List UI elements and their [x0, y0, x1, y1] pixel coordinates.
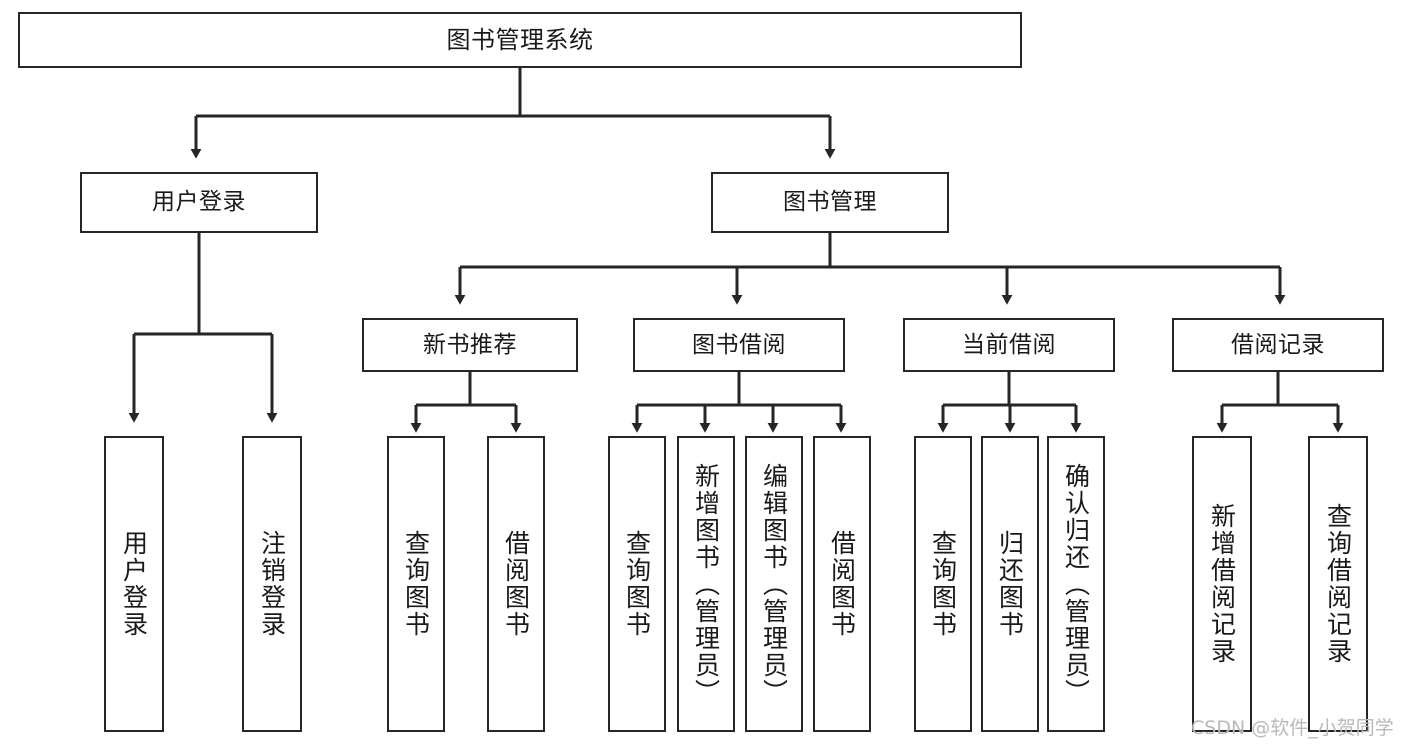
node-leaf-query-book-newbook[interactable]: 查询图书 [387, 436, 445, 732]
node-leaf-borrow-book-borrowing[interactable]: 借阅图书 [813, 436, 871, 732]
node-book-borrowing[interactable]: 图书借阅 [633, 318, 845, 372]
node-leaf-query-borrow-record[interactable]: 查询借阅记录 [1308, 436, 1368, 732]
node-label: 新书推荐 [423, 331, 517, 358]
node-label: 用户登录 [152, 189, 246, 215]
node-leaf-return-book[interactable]: 归还图书 [981, 436, 1039, 732]
node-label: 借阅图书 [827, 530, 857, 638]
node-borrowing-records[interactable]: 借阅记录 [1172, 318, 1384, 372]
node-label: 新增图书（管理员） [691, 462, 721, 706]
node-new-book-recommendation[interactable]: 新书推荐 [362, 318, 578, 372]
node-leaf-logout[interactable]: 注销登录 [242, 436, 302, 732]
node-label: 图书借阅 [692, 331, 786, 358]
node-label: 编辑图书（管理员） [759, 462, 789, 706]
node-label: 归还图书 [995, 530, 1025, 638]
node-label: 借阅图书 [501, 530, 531, 638]
node-label: 当前借阅 [962, 331, 1056, 358]
node-label: 图书管理 [783, 189, 877, 215]
node-leaf-edit-book-admin[interactable]: 编辑图书（管理员） [745, 436, 803, 732]
node-label: 新增借阅记录 [1207, 503, 1237, 665]
node-label: 用户登录 [119, 530, 149, 638]
node-user-login[interactable]: 用户登录 [80, 172, 318, 233]
csdn-watermark: CSDN @软件_小贺同学 [1191, 717, 1394, 739]
node-label: 查询图书 [928, 530, 958, 638]
node-leaf-add-borrow-record[interactable]: 新增借阅记录 [1192, 436, 1252, 732]
node-leaf-borrow-book-newbook[interactable]: 借阅图书 [487, 436, 545, 732]
node-leaf-query-book-current[interactable]: 查询图书 [914, 436, 972, 732]
node-label: 查询借阅记录 [1323, 503, 1353, 665]
node-current-borrowing[interactable]: 当前借阅 [903, 318, 1115, 372]
node-leaf-query-book-borrowing[interactable]: 查询图书 [608, 436, 666, 732]
node-book-management[interactable]: 图书管理 [711, 172, 949, 233]
node-leaf-user-login[interactable]: 用户登录 [104, 436, 164, 732]
node-root-book-management-system[interactable]: 图书管理系统 [18, 12, 1022, 68]
node-label: 确认归还（管理员） [1061, 462, 1091, 706]
node-leaf-confirm-return-admin[interactable]: 确认归还（管理员） [1047, 436, 1105, 732]
node-label: 查询图书 [401, 530, 431, 638]
node-label: 注销登录 [257, 530, 287, 638]
node-label: 查询图书 [622, 530, 652, 638]
node-label: 图书管理系统 [446, 26, 594, 54]
node-leaf-add-book-admin[interactable]: 新增图书（管理员） [677, 436, 735, 732]
node-label: 借阅记录 [1231, 331, 1325, 358]
